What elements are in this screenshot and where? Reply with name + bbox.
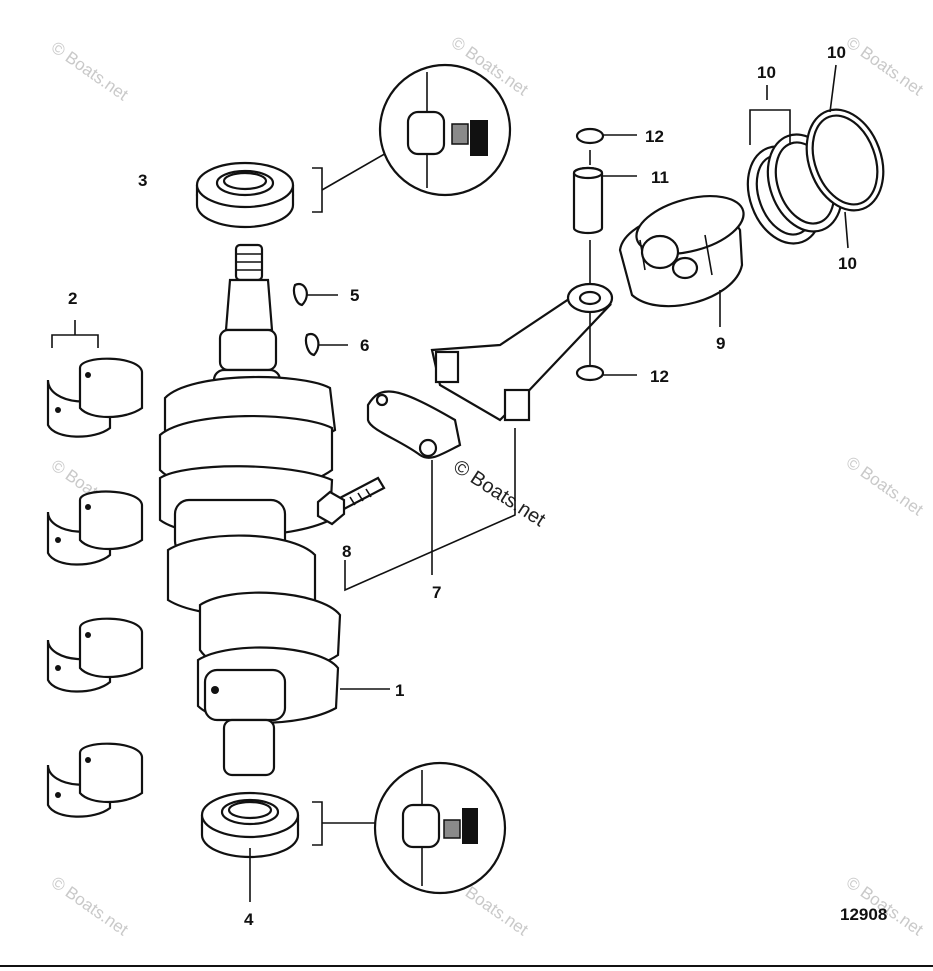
callout-11: 11 xyxy=(651,168,669,187)
callout-1: 1 xyxy=(395,681,404,700)
callout-4: 4 xyxy=(244,910,254,929)
detail-leader xyxy=(321,151,389,191)
assembly-leader xyxy=(344,428,516,592)
callout-10-top: 10 xyxy=(827,43,846,62)
leader-line xyxy=(844,211,849,249)
piston xyxy=(618,195,745,308)
lower-seal xyxy=(200,791,300,859)
callout-labels: 1 2 3 4 5 6 7 8 9 10 10 10 11 12 12 xyxy=(68,43,857,929)
callout-12-top: 12 xyxy=(645,127,664,146)
piston-rings xyxy=(746,108,885,245)
clip-top xyxy=(575,127,605,145)
rod-bolt xyxy=(316,476,386,526)
callout-2: 2 xyxy=(68,289,77,308)
lower-seal-detail-circle xyxy=(373,761,507,895)
seal-bracket xyxy=(312,167,323,213)
upper-seal xyxy=(195,161,295,229)
seal-bracket xyxy=(312,801,323,846)
callout-5: 5 xyxy=(350,286,359,305)
callout-8: 8 xyxy=(342,542,351,561)
crankshaft xyxy=(158,243,342,777)
rod-cap xyxy=(366,390,462,459)
watermark-text: © Boats.net xyxy=(843,453,927,520)
callout-7: 7 xyxy=(432,583,441,602)
callout-12-bottom: 12 xyxy=(650,367,669,386)
callout-10-left: 10 xyxy=(757,63,776,82)
callout-6: 6 xyxy=(360,336,369,355)
piston-pin xyxy=(572,166,604,235)
connecting-rod xyxy=(430,282,614,422)
callout-9: 9 xyxy=(716,334,725,353)
clip-bottom xyxy=(575,364,605,382)
main-bearings xyxy=(46,320,144,818)
upper-seal-detail-circle xyxy=(378,63,512,197)
ring-leader xyxy=(749,85,791,145)
leader-line xyxy=(829,64,837,113)
center-watermark-text: © Boats.net xyxy=(449,456,549,532)
watermark-text: © Boats.net xyxy=(48,873,132,940)
callout-3: 3 xyxy=(138,171,147,190)
watermark-text: © Boats.net xyxy=(843,33,927,100)
figure-number: 12908 xyxy=(840,905,887,924)
key-6 xyxy=(304,332,320,357)
callout-10-bottom: 10 xyxy=(838,254,857,273)
key-5 xyxy=(292,282,308,307)
watermark-text: © Boats.net xyxy=(48,38,132,105)
